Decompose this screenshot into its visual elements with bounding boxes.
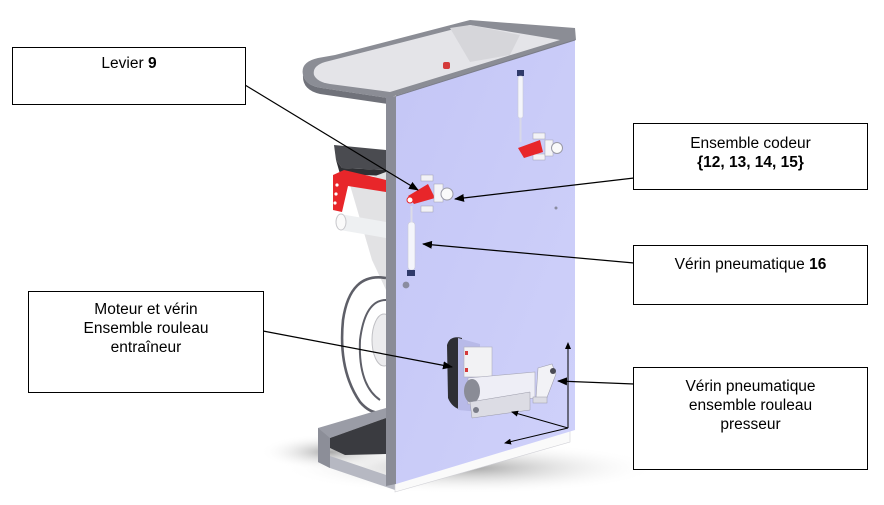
arrow-levier — [244, 84, 419, 191]
callout-presseur-line-1: Vérin pneumatique — [685, 378, 816, 395]
callout-verin-16: Vérin pneumatique 16 — [633, 245, 868, 305]
callout-codeur-line-1: Ensemble codeur — [690, 135, 811, 152]
arrow-moteur — [262, 330, 453, 370]
top-frame — [302, 20, 576, 104]
hose-loop — [340, 276, 387, 415]
callout-moteur: Moteur et vérin Ensemble rouleau entraîn… — [28, 291, 264, 393]
red-stop — [443, 62, 450, 69]
lever-9-assembly — [406, 174, 454, 213]
upper-cylinder-assembly — [517, 70, 563, 161]
callout-moteur-line-2: Ensemble rouleau — [83, 320, 209, 337]
callout-presseur: Vérin pneumatique ensemble rouleau press… — [633, 367, 868, 470]
callout-verin-16-line-1: Vérin pneumatique 16 — [674, 256, 827, 273]
callout-levier-line-1: Levier 9 — [101, 55, 157, 72]
callout-moteur-line-1: Moteur et vérin — [94, 301, 198, 318]
callout-levier: Levier 9 — [12, 47, 246, 105]
callout-codeur: Ensemble codeur {12, 13, 14, 15} — [633, 123, 868, 190]
cylinder-16 — [407, 206, 416, 276]
axis-indicators — [504, 342, 571, 445]
leader-arrows — [244, 84, 635, 386]
arrow-codeur — [454, 177, 635, 202]
callout-presseur-line-2: ensemble rouleau — [688, 397, 813, 414]
base-frame — [318, 408, 571, 493]
arrow-presseur — [557, 377, 635, 386]
red-lever-rear — [333, 170, 386, 212]
callout-codeur-line-2: {12, 13, 14, 15} — [697, 154, 804, 171]
callout-moteur-line-3: entraîneur — [110, 339, 182, 356]
callout-presseur-line-3: presseur — [720, 416, 781, 433]
arrow-verin16 — [422, 240, 635, 264]
